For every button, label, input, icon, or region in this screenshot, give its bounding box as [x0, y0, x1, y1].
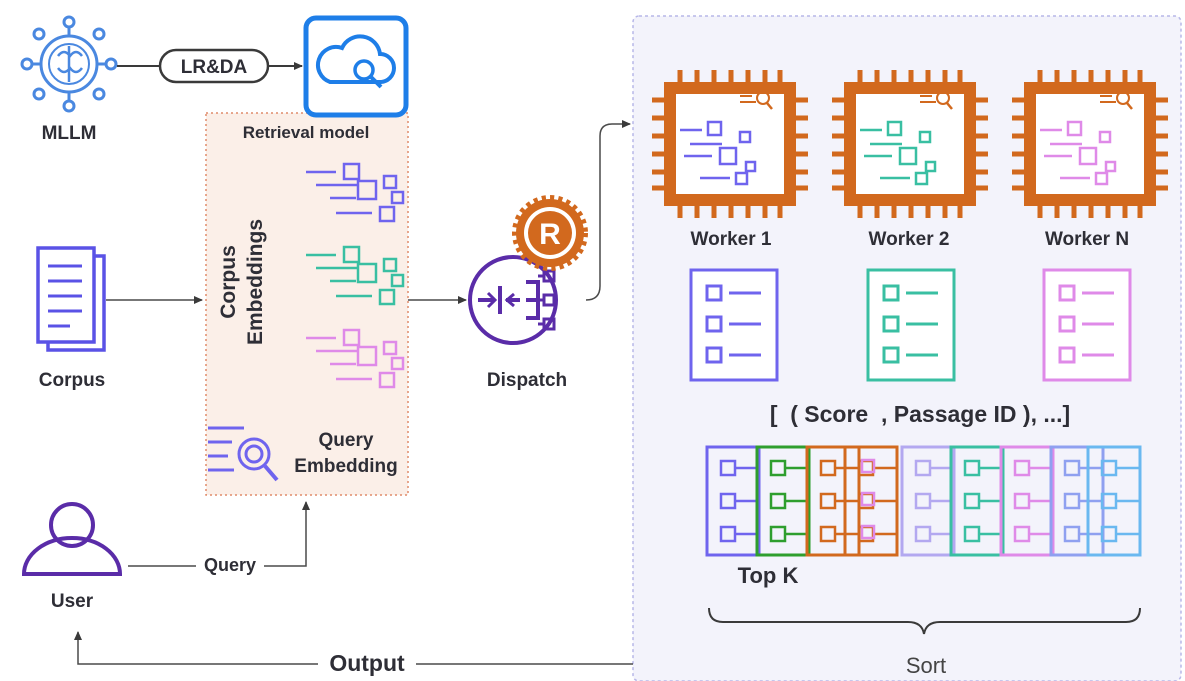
worker-1-chip — [652, 70, 808, 218]
result-list-worker-n — [1042, 268, 1132, 382]
result-list-worker-1 — [689, 268, 779, 382]
dispatch-to-workers-arrow — [585, 120, 631, 301]
worker-n-label: Worker N — [1045, 229, 1129, 250]
topk-merged-list — [705, 445, 1142, 557]
cloud-search-icon — [303, 15, 409, 118]
sort-brace — [708, 607, 1141, 635]
query-embedding-label-line1: Query — [319, 430, 374, 451]
mllm-label: MLLM — [42, 123, 97, 144]
worker-2-label: Worker 2 — [869, 229, 950, 250]
lrda-label: LR&DA — [181, 57, 248, 78]
retrieval-model-panel — [205, 112, 409, 496]
corpus-embeddings-label-line2: Embeddings — [244, 219, 267, 345]
query-label: Query — [204, 555, 256, 575]
result-list-worker-2 — [866, 268, 956, 382]
dispatch-label: Dispatch — [487, 370, 567, 391]
corpus-label: Corpus — [39, 370, 106, 391]
result-format-label: [ ( Score , Passage ID ), ...] — [770, 401, 1070, 427]
retrieval-model-title: Retrieval model — [243, 123, 370, 142]
user-icon — [21, 502, 123, 576]
worker-1-label: Worker 1 — [691, 229, 772, 250]
rust-badge-letter: R — [539, 218, 561, 251]
router-icon — [468, 255, 558, 345]
output-arrow — [74, 631, 633, 665]
corpus-embeddings-label-line1: Corpus — [217, 245, 240, 319]
query-embedding-icon — [208, 426, 279, 482]
query-embedding-label-line2: Embedding — [294, 456, 397, 477]
brain-network-icon — [20, 15, 118, 113]
rust-gear-icon: R — [512, 195, 588, 271]
worker-2-chip — [832, 70, 988, 218]
document-icon — [36, 246, 106, 352]
sort-label: Sort — [906, 653, 946, 678]
query-arrow — [128, 501, 310, 567]
user-label: User — [51, 591, 94, 612]
worker-n-chip — [1012, 70, 1168, 218]
output-label: Output — [329, 650, 405, 676]
topk-label: Top K — [738, 563, 799, 588]
